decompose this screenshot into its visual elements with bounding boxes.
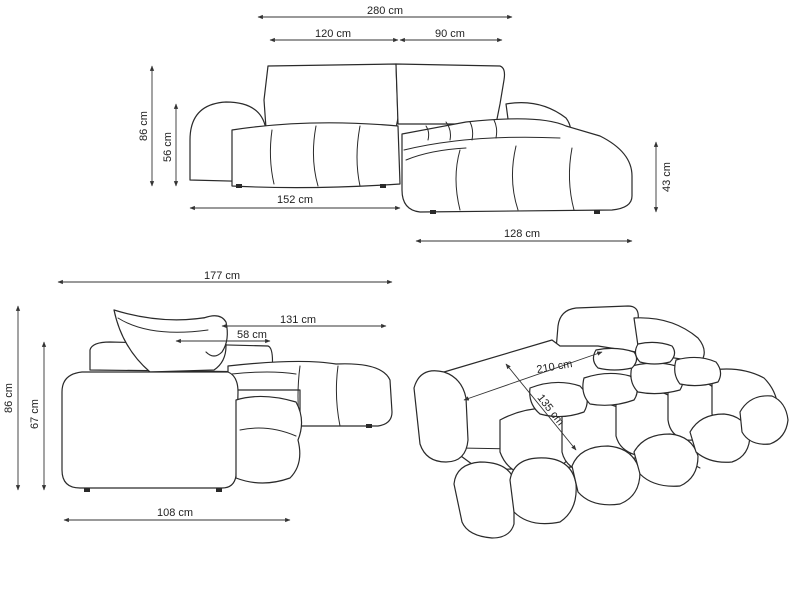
bed-view-drawing <box>413 305 789 539</box>
front-main-seat-width-label: 152 cm <box>277 194 313 206</box>
front-view-labels: 280 cm 120 cm 90 cm 86 cm 56 cm 43 cm 15… <box>138 5 673 240</box>
front-view-dimensions <box>149 14 659 244</box>
side-view-drawing <box>61 309 393 492</box>
side-seat-depth-label: 131 cm <box>280 314 316 326</box>
side-view-labels: 177 cm 131 cm 58 cm 86 cm 67 cm 108 cm <box>3 270 316 519</box>
front-total-width-label: 280 cm <box>367 5 403 17</box>
front-right-back-width-label: 90 cm <box>435 28 465 40</box>
side-view-dimensions <box>15 279 393 523</box>
bed-view-dimensions <box>463 351 603 451</box>
front-chaise-width-label: 128 cm <box>504 228 540 240</box>
side-total-height-label: 86 cm <box>3 383 15 413</box>
side-armrest-height-label: 67 cm <box>29 399 41 429</box>
front-view-drawing <box>189 63 633 214</box>
side-total-depth-label: 177 cm <box>204 270 240 282</box>
front-left-back-width-label: 120 cm <box>315 28 351 40</box>
front-total-height-label: 86 cm <box>138 111 150 141</box>
side-base-depth-label: 108 cm <box>157 507 193 519</box>
front-seat-height-label: 56 cm <box>162 132 174 162</box>
side-back-cushion-depth-label: 58 cm <box>237 329 267 341</box>
front-chaise-height-label: 43 cm <box>661 162 673 192</box>
